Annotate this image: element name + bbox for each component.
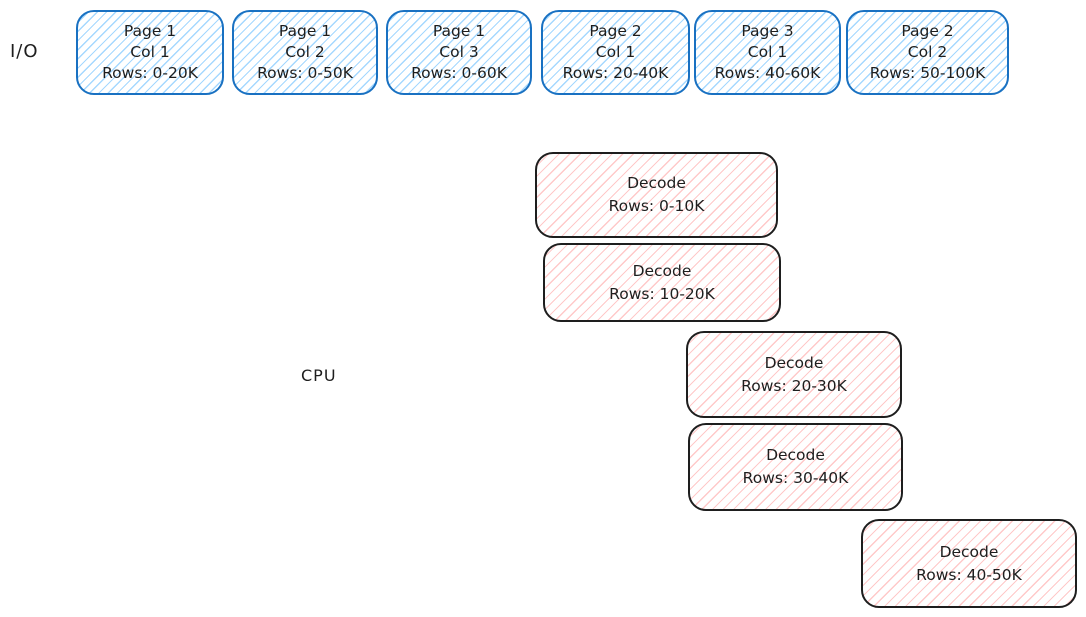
rows-label: Rows: 0-10K [608,197,705,215]
cpu-lane-label: CPU [301,366,337,385]
decode-label: Decode [764,353,824,372]
page-label: Page 2 [901,22,954,40]
rows-label: Rows: 40-60K [714,64,821,82]
rows-label: Rows: 20-30K [741,376,847,395]
io-read-box: Page 2 Col 2 Rows: 50-100K [846,10,1009,95]
decode-box: Decode Rows: 20-30K [686,331,902,418]
decode-label: Decode [939,542,999,561]
rows-label: Rows: 20-40K [562,64,669,82]
rows-label: Rows: 10-20K [609,284,715,303]
decode-label: Decode [627,174,686,192]
page-label: Page 1 [278,22,332,40]
io-read-box: Page 3 Col 1 Rows: 40-60K [694,10,841,95]
rows-label: Rows: 50-100K [869,64,986,82]
io-read-box: Page 1 Col 2 Rows: 0-50K [232,10,378,95]
rows-label: Rows: 0-20K [102,64,198,82]
decode-box: Decode Rows: 40-50K [861,519,1077,608]
col-label: Col 1 [595,43,636,61]
col-label: Col 2 [907,43,948,61]
io-read-box: Page 1 Col 3 Rows: 0-60K [386,10,532,95]
decode-box: Decode Rows: 30-40K [688,423,903,511]
io-read-box: Page 1 Col 1 Rows: 0-20K [76,10,224,95]
decode-box: Decode Rows: 0-10K [535,152,778,238]
col-label: Col 1 [130,43,170,61]
io-lane-label: I/O [10,41,39,62]
rows-label: Rows: 30-40K [742,469,849,487]
decode-label: Decode [632,261,692,280]
col-label: Col 2 [285,43,325,61]
decode-label: Decode [766,446,825,464]
col-label: Col 1 [747,43,788,61]
page-label: Page 2 [589,22,642,40]
io-read-box: Page 2 Col 1 Rows: 20-40K [541,10,690,95]
decode-box: Decode Rows: 10-20K [543,243,781,322]
page-label: Page 3 [741,22,794,40]
col-label: Col 3 [439,43,479,61]
page-label: Page 1 [123,22,177,40]
rows-label: Rows: 40-50K [916,565,1022,584]
page-label: Page 1 [432,22,486,40]
rows-label: Rows: 0-60K [411,64,507,82]
rows-label: Rows: 0-50K [257,64,353,82]
